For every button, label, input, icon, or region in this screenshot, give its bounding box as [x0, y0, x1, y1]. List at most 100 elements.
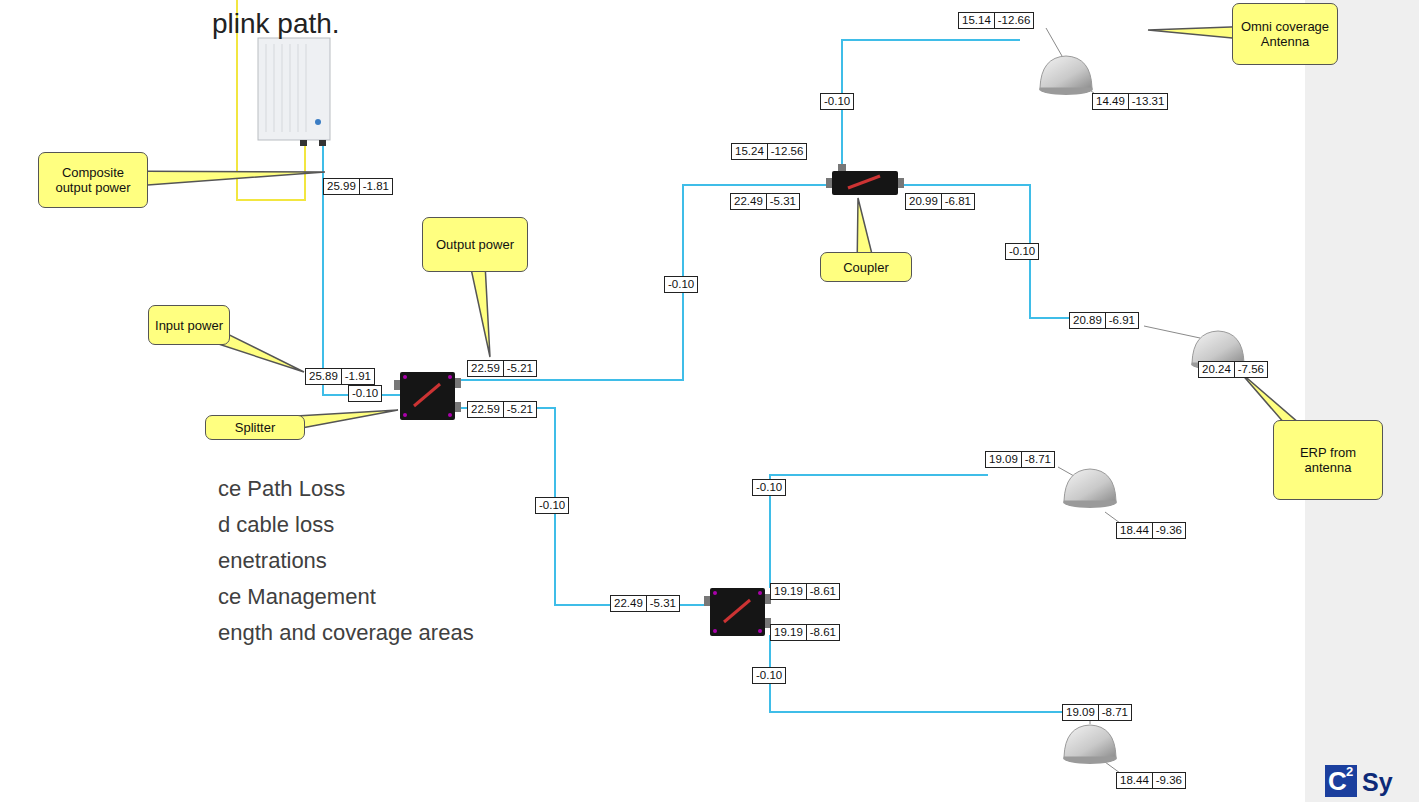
power-value: 20.99	[906, 194, 941, 209]
power-value-box: 25.89-1.91	[305, 368, 375, 385]
splitter-icon	[704, 588, 771, 636]
power-value: -7.56	[1234, 362, 1267, 377]
power-value-box: 20.24-7.56	[1198, 361, 1268, 378]
power-value-box: -0.10	[664, 276, 698, 293]
callout-bubble: ERP from antenna	[1273, 420, 1383, 500]
power-value-box: 20.99-6.81	[905, 193, 975, 210]
callout-text: ERP from antenna	[1280, 445, 1376, 475]
callout-text: Coupler	[843, 260, 889, 275]
callout-bubble: Splitter	[205, 415, 305, 440]
power-value: -6.91	[1105, 313, 1138, 328]
power-value: 22.49	[611, 596, 646, 611]
power-value: 15.14	[959, 13, 994, 28]
power-value: 22.59	[468, 361, 503, 376]
power-value: -6.81	[941, 194, 974, 209]
power-value-box: 22.59-5.21	[467, 360, 537, 377]
power-value: -0.10	[821, 94, 853, 109]
power-value: 18.44	[1117, 523, 1152, 538]
power-value: -1.81	[359, 179, 392, 194]
power-value: 20.24	[1199, 362, 1234, 377]
callout-text: Composite output power	[45, 165, 141, 195]
power-value: -1.91	[341, 369, 374, 384]
power-value: -0.10	[349, 386, 381, 401]
power-value: 15.24	[732, 144, 767, 159]
power-value: 18.44	[1117, 773, 1152, 788]
callout-text: Input power	[155, 318, 223, 333]
power-value: -0.10	[1006, 244, 1038, 259]
power-value: 22.49	[731, 194, 766, 209]
power-value-box: -0.10	[820, 93, 854, 110]
power-value-box: 22.49-5.31	[610, 595, 680, 612]
callout-bubble: Coupler	[820, 252, 912, 282]
callout-bubble: Composite output power	[38, 152, 148, 208]
splitter-icon	[394, 372, 461, 420]
power-value: 19.19	[771, 584, 806, 599]
logo-text: Sy	[1362, 768, 1393, 797]
power-value: -13.31	[1128, 94, 1168, 109]
bullet-text: ength and coverage areas	[218, 620, 474, 646]
power-value: 25.99	[324, 179, 359, 194]
power-value: -5.21	[503, 361, 536, 376]
power-value: -9.36	[1152, 773, 1185, 788]
power-value: 20.89	[1070, 313, 1105, 328]
repeater-unit	[258, 38, 330, 146]
callout-text: Output power	[436, 237, 514, 252]
power-value: -5.31	[766, 194, 799, 209]
slide-margin	[1305, 0, 1419, 802]
callout-bubble: Input power	[148, 305, 230, 345]
power-value-box: 18.44-9.36	[1116, 522, 1186, 539]
bullet-text: d cable loss	[218, 512, 334, 538]
power-value-box: 22.59-5.21	[467, 401, 537, 418]
callout-text: Splitter	[235, 420, 275, 435]
logo-superscript: 2	[1346, 764, 1353, 779]
power-value: -8.71	[1021, 452, 1054, 467]
bullet-text: ce Path Loss	[218, 476, 345, 502]
power-value-box: 20.89-6.91	[1069, 312, 1139, 329]
callout-bubble: Omni coverage Antenna	[1232, 3, 1338, 65]
power-value-box: 22.49-5.31	[730, 193, 800, 210]
power-value-box: 19.09-8.71	[1062, 704, 1132, 721]
power-value: -8.61	[806, 584, 839, 599]
power-value: 22.59	[468, 402, 503, 417]
power-value-box: 18.44-9.36	[1116, 772, 1186, 789]
bullet-text: enetrations	[218, 548, 327, 574]
power-value: -12.56	[767, 144, 807, 159]
callout-bubble: Output power	[422, 217, 528, 272]
omni-antenna	[1063, 469, 1117, 508]
power-value: -0.10	[753, 480, 785, 495]
power-value: -9.36	[1152, 523, 1185, 538]
coupler-icon	[826, 164, 904, 195]
power-value-box: 19.09-8.71	[985, 451, 1055, 468]
power-value-box: -0.10	[752, 667, 786, 684]
power-value-box: 19.19-8.61	[770, 624, 840, 641]
power-value: 19.09	[1063, 705, 1098, 720]
power-value: -8.71	[1098, 705, 1131, 720]
power-value: -5.21	[503, 402, 536, 417]
power-value: -8.61	[806, 625, 839, 640]
omni-antenna	[1039, 56, 1093, 95]
coax-cable	[323, 40, 1072, 712]
power-value-box: -0.10	[348, 385, 382, 402]
omni-antenna	[1063, 725, 1117, 764]
power-value: -5.31	[646, 596, 679, 611]
power-value: -12.66	[994, 13, 1034, 28]
power-value: -0.10	[536, 498, 568, 513]
power-value: -0.10	[753, 668, 785, 683]
slide-title: plink path.	[212, 8, 340, 40]
leader-line	[1046, 28, 1226, 773]
power-value: 19.09	[986, 452, 1021, 467]
callout-text: Omni coverage Antenna	[1239, 19, 1331, 49]
power-value-box: 14.49-13.31	[1092, 93, 1168, 110]
power-value-box: 15.14-12.66	[958, 12, 1034, 29]
bullet-text: ce Management	[218, 584, 376, 610]
power-value: 19.19	[771, 625, 806, 640]
power-value-box: 25.99-1.81	[323, 178, 393, 195]
power-value-box: -0.10	[535, 497, 569, 514]
power-value: -0.10	[665, 277, 697, 292]
power-value-box: 19.19-8.61	[770, 583, 840, 600]
power-value-box: -0.10	[752, 479, 786, 496]
power-value: 25.89	[306, 369, 341, 384]
power-value-box: 15.24-12.56	[731, 143, 807, 160]
